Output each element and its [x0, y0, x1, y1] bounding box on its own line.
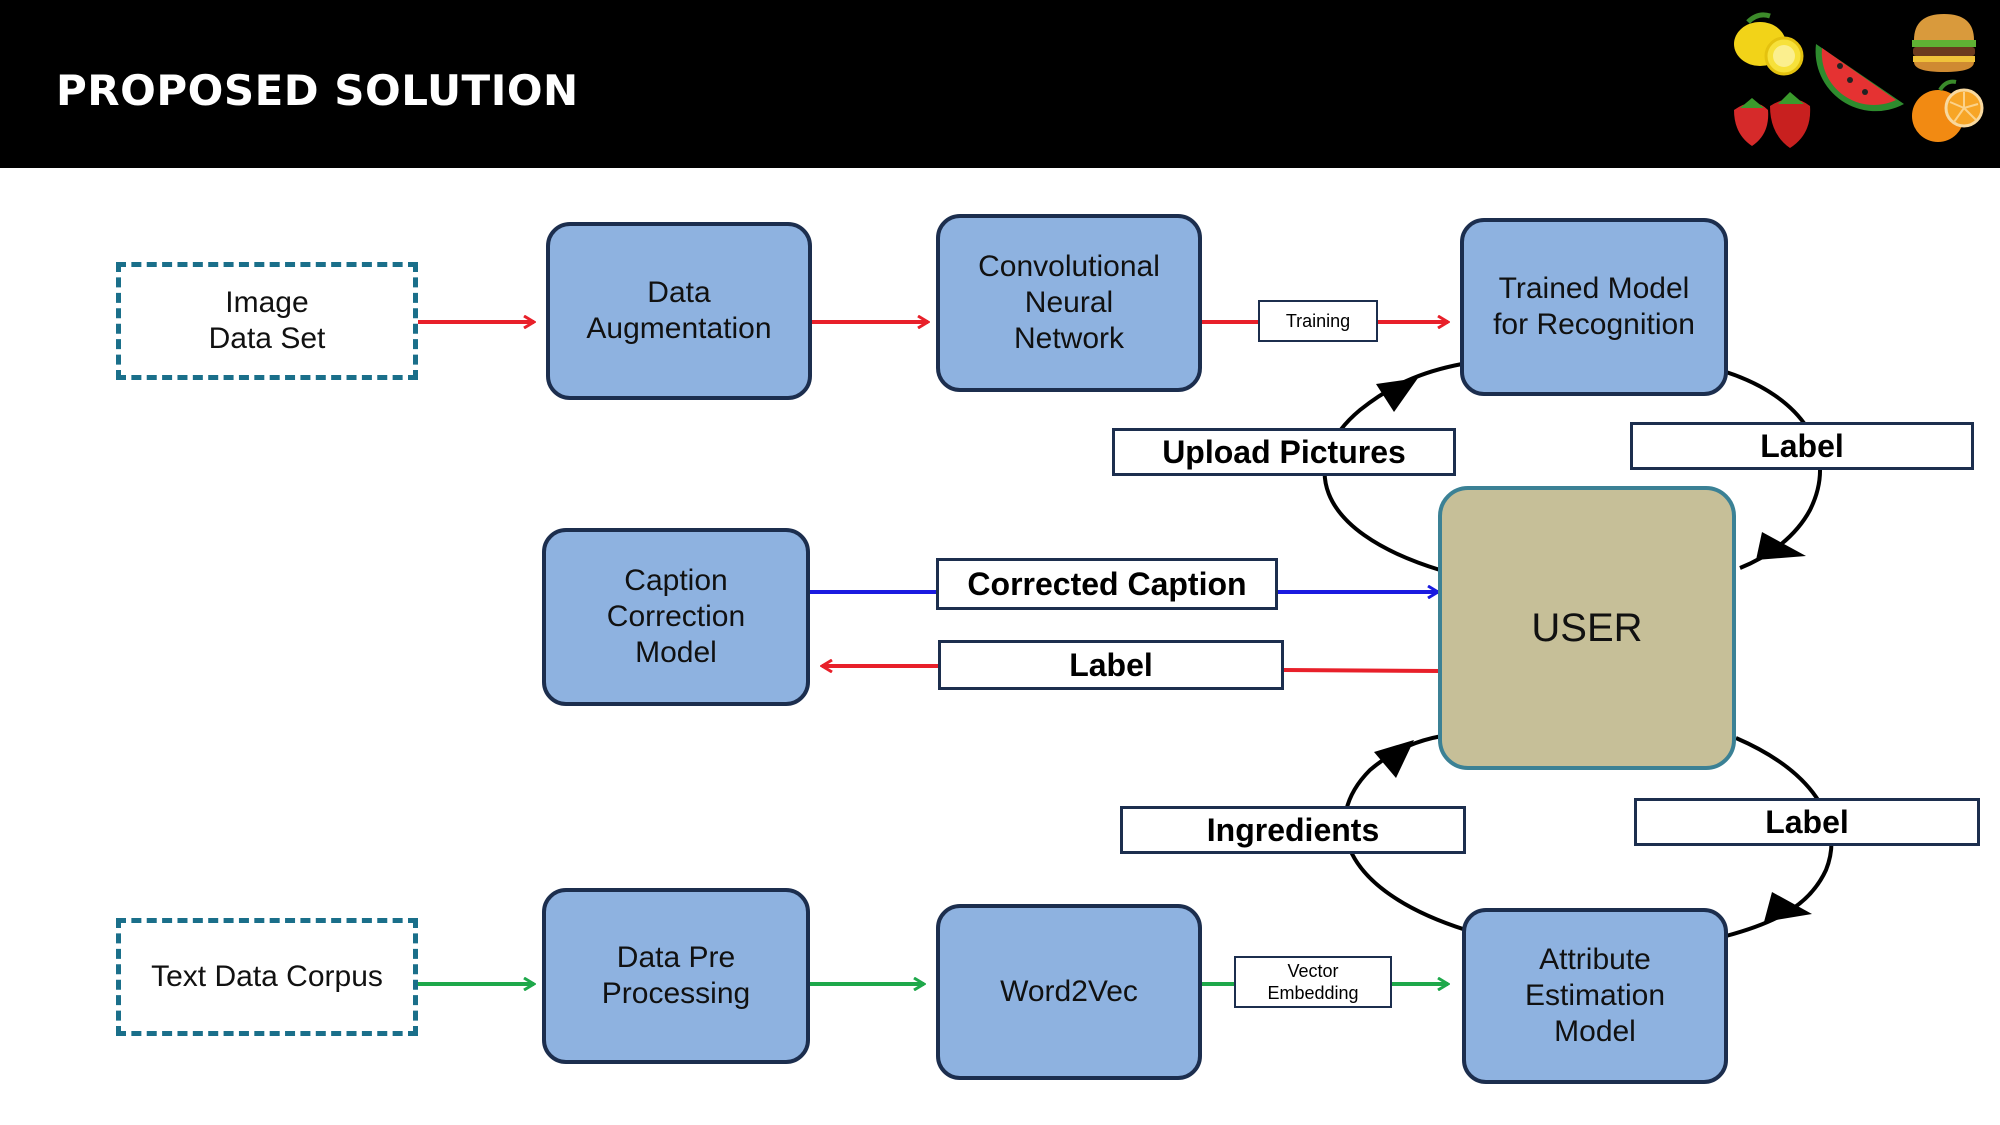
- image-data-set-node: Image Data Set: [116, 262, 418, 380]
- label-top-label: Label: [1630, 422, 1974, 470]
- arrow-user-to-label: [1283, 668, 1441, 673]
- loop-upload-pictures-arrowhead: [1376, 378, 1418, 412]
- text-data-corpus-node: Text Data Corpus: [116, 918, 418, 1036]
- page-title: PROPOSED SOLUTION: [56, 66, 579, 115]
- strawberry-icon: [1734, 92, 1811, 148]
- loop-ingredients: [1342, 734, 1467, 932]
- header-bar: PROPOSED SOLUTION: [0, 0, 2000, 168]
- cnn-node: Convolutional Neural Network: [936, 214, 1202, 392]
- ingredients-label: Ingredients: [1120, 806, 1466, 854]
- lemon-icon: [1734, 12, 1804, 76]
- burger-icon: [1912, 14, 1976, 72]
- data-augmentation-node: Data Augmentation: [546, 222, 812, 400]
- vector-embedding-label: Vector Embedding: [1234, 956, 1392, 1008]
- trained-model-node: Trained Model for Recognition: [1460, 218, 1728, 396]
- watermelon-icon: [1815, 44, 1904, 112]
- attribute-estimation-node: Attribute Estimation Model: [1462, 908, 1728, 1084]
- upload-pictures-label: Upload Pictures: [1112, 428, 1456, 476]
- loop-ingredients-arrowhead: [1374, 740, 1414, 778]
- loop-label-top-arrowhead: [1756, 532, 1806, 560]
- training-label: Training: [1258, 300, 1378, 342]
- corrected-caption-label: Corrected Caption: [936, 558, 1278, 610]
- orange-icon: [1912, 79, 1984, 142]
- label-bottom-label: Label: [1634, 798, 1980, 846]
- label-middle-label: Label: [938, 640, 1284, 690]
- caption-correction-node: Caption Correction Model: [542, 528, 810, 706]
- user-node: USER: [1438, 486, 1736, 770]
- word2vec-node: Word2Vec: [936, 904, 1202, 1080]
- data-pre-processing-node: Data Pre Processing: [542, 888, 810, 1064]
- loop-label-bottom-arrowhead: [1764, 892, 1812, 922]
